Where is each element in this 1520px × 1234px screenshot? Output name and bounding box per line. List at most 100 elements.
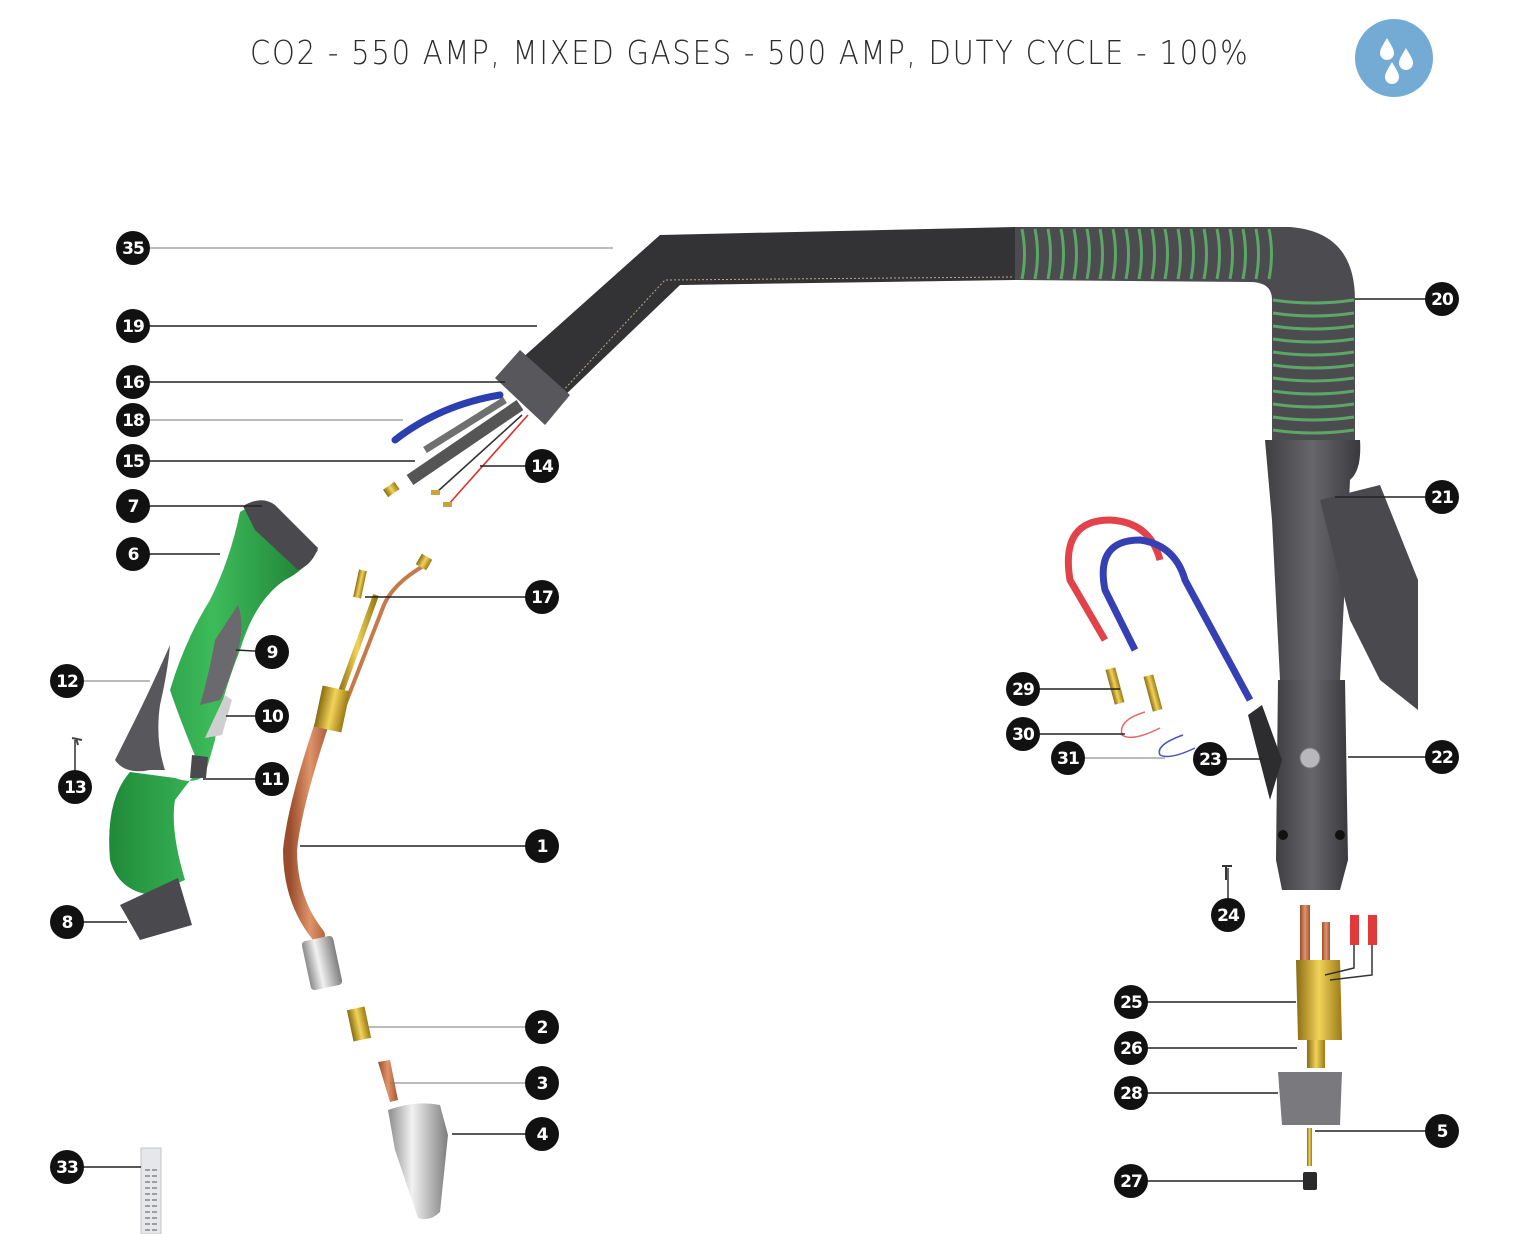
nozzle [388, 1103, 448, 1220]
callout-cable-cover-sleeve[interactable]: 35 [116, 231, 150, 265]
power-cable [406, 400, 524, 485]
callout-power-cable-connector[interactable]: 15 [116, 444, 150, 478]
callout-circle [1114, 985, 1148, 1019]
callout-gas-fitting[interactable]: 26 [1114, 1031, 1148, 1065]
callout-blue-hose-clip[interactable]: 31 [1051, 741, 1085, 775]
badge-circle [1355, 19, 1433, 97]
callout-handle[interactable]: 6 [116, 537, 150, 571]
hose-spiral-rings [1020, 228, 1355, 435]
callout-number: 13 [64, 778, 86, 798]
callout-neck-water-tubes[interactable]: 17 [525, 580, 559, 614]
callout-tip-adapter[interactable]: 2 [525, 1010, 559, 1044]
callout-body-screw[interactable]: 24 [1211, 898, 1245, 932]
callout-flow-gauge-card[interactable]: 33 [50, 1150, 84, 1184]
callout-handle-rear-cap[interactable]: 8 [50, 905, 84, 939]
callout-circle [1114, 1031, 1148, 1065]
callout-number: 35 [122, 239, 144, 259]
neck-water-tube [343, 563, 426, 706]
callout-number: 16 [122, 373, 144, 393]
gooseneck [282, 693, 337, 942]
hose-ring [1085, 228, 1091, 280]
neck-collar [313, 685, 351, 733]
cable-assembly [382, 227, 1355, 507]
callout-trigger[interactable]: 10 [255, 699, 289, 733]
hose-ring [1228, 228, 1234, 280]
callout-number: 20 [1431, 290, 1454, 310]
cable-cover-sleeve [520, 227, 1015, 400]
callout-number: 18 [122, 411, 144, 431]
callout-circle [1425, 480, 1459, 514]
callout-number: 19 [122, 317, 144, 337]
body-screw-hole [1278, 830, 1288, 840]
callout-connector-pin[interactable]: 5 [1425, 1114, 1459, 1148]
callout-hose-connectors[interactable]: 29 [1006, 672, 1040, 706]
callout-red-hose-clip[interactable]: 30 [1006, 717, 1040, 751]
callout-strain-relief[interactable]: 23 [1193, 742, 1227, 776]
callout-rear-boot[interactable]: 28 [1114, 1076, 1148, 1110]
body-screw-hole [1335, 830, 1345, 840]
callout-number: 26 [1120, 1039, 1142, 1059]
callout-circle [1425, 1114, 1459, 1148]
callout-circle [525, 1066, 559, 1100]
callout-handle-screw[interactable]: 13 [58, 770, 92, 804]
callout-circle [525, 1117, 559, 1151]
callout-trigger-guard[interactable]: 11 [255, 762, 289, 796]
callout-circle [1211, 898, 1245, 932]
callout-circle [116, 444, 150, 478]
callout-number: 24 [1217, 906, 1240, 926]
callout-circle [1051, 741, 1085, 775]
rear-boot [1278, 1072, 1342, 1125]
hose-ring [1046, 228, 1052, 280]
hose-ring [1272, 428, 1355, 435]
callout-circle [525, 1010, 559, 1044]
droplet-icon [1399, 48, 1413, 70]
callout-power-block[interactable]: 25 [1114, 985, 1148, 1019]
callout-circle [1193, 742, 1227, 776]
callout-rear-handle-body[interactable]: 22 [1425, 740, 1459, 774]
callout-gooseneck[interactable]: 1 [525, 829, 559, 863]
callout-handle-grip-insert[interactable]: 9 [255, 635, 289, 669]
callout-number: 7 [128, 497, 139, 517]
callout-circle [255, 762, 289, 796]
callout-extraction-housing[interactable]: 21 [1425, 480, 1459, 514]
callout-number: 3 [537, 1074, 548, 1094]
hose-ring [1267, 228, 1273, 280]
callout-circle [1114, 1164, 1148, 1198]
blue-water-hose [1099, 536, 1254, 702]
callout-cable-cover[interactable]: 19 [116, 309, 150, 343]
callout-circle [116, 489, 150, 523]
hose-ring [1272, 337, 1355, 344]
callout-handle-side-grip[interactable]: 12 [50, 664, 84, 698]
callout-nozzle[interactable]: 4 [525, 1117, 559, 1151]
hose-ring [1189, 228, 1195, 280]
callout-trigger-wires[interactable]: 14 [525, 449, 559, 483]
hose-ring [1272, 402, 1355, 409]
trigger-wire-terminal [443, 502, 452, 507]
hose-ring [1163, 228, 1169, 280]
hose-ring [1111, 228, 1117, 280]
hose-ring [1150, 228, 1156, 280]
hose-ring [1254, 228, 1260, 280]
water-droplets-icon [1355, 19, 1433, 97]
droplet-icon [1385, 62, 1399, 84]
hose-ring [1059, 228, 1065, 280]
page-title: CO2 - 550 AMP, MIXED GASES - 500 AMP, DU… [250, 33, 1250, 72]
callout-end-cap[interactable]: 27 [1114, 1164, 1148, 1198]
callout-number: 4 [537, 1125, 549, 1145]
trigger-guard [190, 755, 208, 778]
callout-circle [58, 770, 92, 804]
callout-number: 22 [1431, 748, 1453, 768]
callout-circle [116, 231, 150, 265]
callout-water-hose[interactable]: 18 [116, 403, 150, 437]
callout-contact-tip[interactable]: 3 [525, 1066, 559, 1100]
callout-handle-front-cap[interactable]: 7 [116, 489, 150, 523]
power-block-rod [1300, 905, 1310, 960]
hose-ring [1202, 228, 1208, 280]
hose-ring [1272, 311, 1355, 318]
callout-circle [50, 664, 84, 698]
contact-tip [378, 1060, 398, 1102]
callout-extraction-hose[interactable]: 20 [1425, 282, 1459, 316]
callout-cable-boot[interactable]: 16 [116, 365, 150, 399]
power-block-rod [1322, 922, 1330, 960]
